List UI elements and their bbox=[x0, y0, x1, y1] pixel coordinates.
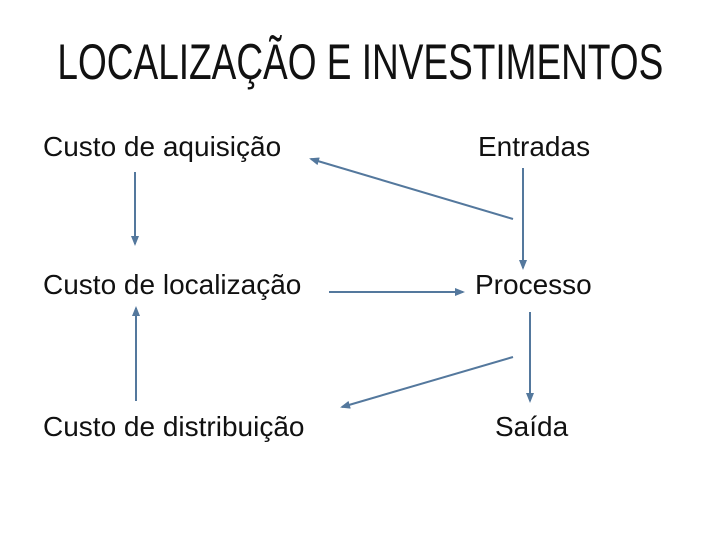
slide-title-text: LOCALIZAÇÃO E INVESTIMENTOS bbox=[57, 34, 663, 90]
node-entradas: Entradas bbox=[478, 131, 591, 162]
node-saida: Saída bbox=[495, 411, 569, 442]
node-processo: Processo bbox=[475, 269, 592, 300]
node-custo-de-distribuicao: Custo de distribuição bbox=[43, 411, 305, 442]
node-custo-de-localizacao: Custo de localização bbox=[43, 269, 302, 300]
slide-title: LOCALIZAÇÃO E INVESTIMENTOS bbox=[0, 37, 720, 87]
connector-processo-to-custo_distribuicao bbox=[340, 356, 514, 409]
connector-entradas-to-custo_aquisicao bbox=[309, 157, 514, 220]
node-custo-de-aquisicao: Custo de aquisição bbox=[43, 131, 282, 162]
